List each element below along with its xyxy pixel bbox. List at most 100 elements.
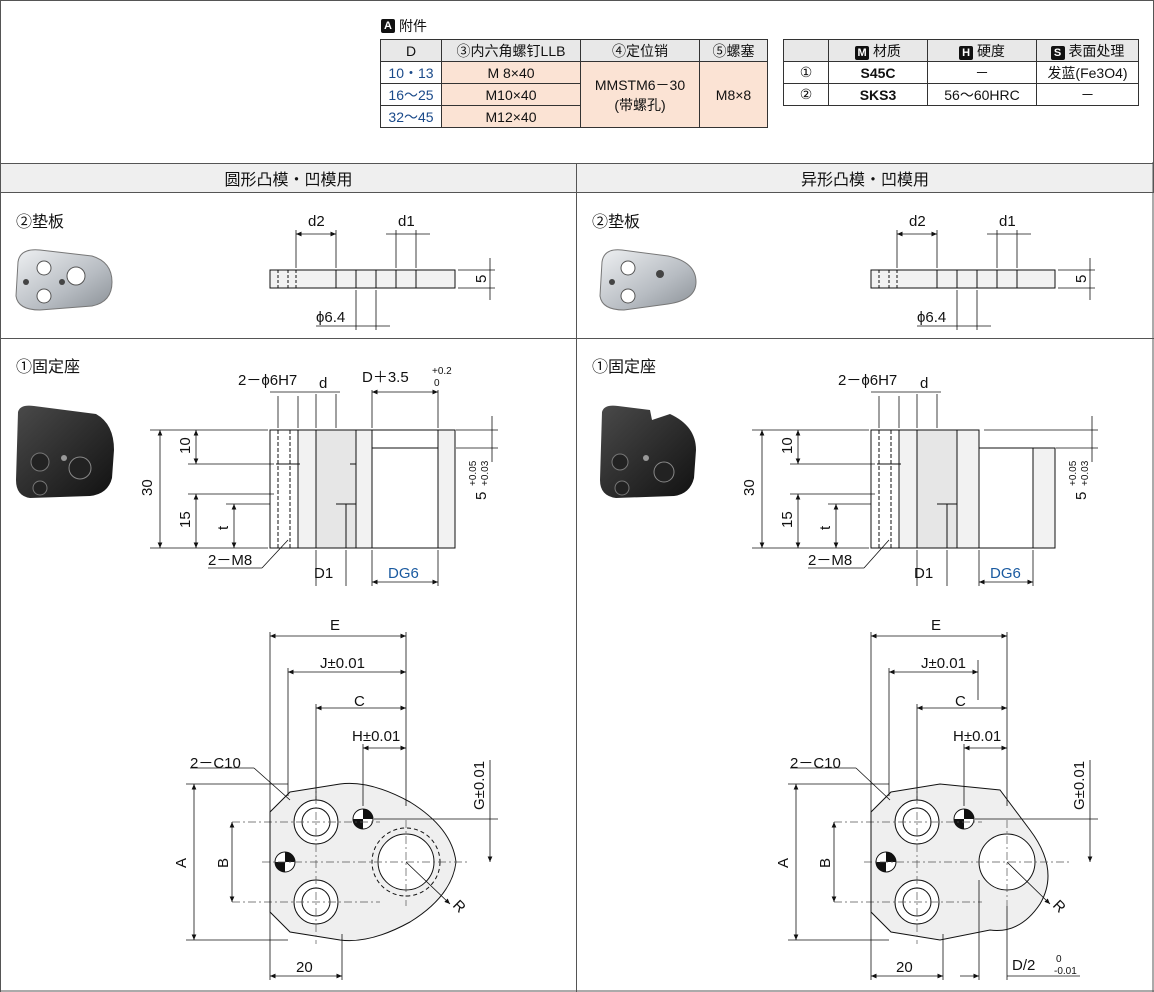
right-section-title: 异形凸模・凹模用 — [576, 163, 1154, 193]
col-header-surface: S 表面处理 — [1036, 39, 1139, 62]
dim-height-10: 10 — [779, 437, 796, 454]
dim-B: B — [817, 858, 834, 868]
accessories-badge: A — [381, 19, 395, 33]
base-section-view — [870, 429, 1056, 549]
dim-C: C — [354, 693, 365, 710]
table-row: 32～45 M12×40 — [380, 105, 768, 128]
dim-m8: 2－M8 — [808, 552, 852, 569]
base-top-view — [834, 780, 1070, 944]
dim-d2: d2 — [909, 213, 926, 230]
dim-d: d — [920, 375, 928, 392]
dim-plate-thickness: 5 — [1073, 275, 1090, 283]
screw-cell: M 8×40 — [441, 61, 581, 84]
dim-h5: 5 — [1073, 492, 1090, 500]
dim-H: H±0.01 — [352, 728, 400, 745]
dim-D1: D1 — [314, 565, 333, 582]
dim-height-30: 30 — [741, 479, 758, 496]
dim-height-15: 15 — [779, 511, 796, 528]
dim-d: d — [319, 375, 327, 392]
dim-h5-upper: +0.05 — [468, 460, 479, 486]
dim-D-half: D/2 — [1012, 957, 1035, 974]
dim-R: R — [1049, 897, 1069, 917]
base-label-left: ①固定座 — [16, 359, 81, 376]
d-cell: 32～45 — [380, 105, 442, 128]
base-photo-icon — [16, 405, 114, 498]
plate-label-left: ②垫板 — [16, 214, 65, 231]
dim-G: G±0.01 — [1071, 761, 1088, 810]
dim-chamfer: 2－C10 — [190, 755, 241, 772]
dim-E: E — [931, 617, 941, 634]
table-row: 10・13 M 8×40 MMSTM6－30 (带螺孔) M8×8 — [380, 61, 768, 128]
col-header-d: D — [380, 39, 442, 62]
accessories-label: 附件 — [399, 18, 427, 34]
plate-photo-icon — [15, 249, 113, 311]
plate-side-view — [269, 269, 456, 289]
dim-cb-tol-upper: +0.2 — [432, 366, 452, 377]
dim-height-30: 30 — [139, 479, 156, 496]
dim-pin-holes: 2－ϕ6H7 — [838, 372, 897, 389]
dim-B: B — [215, 858, 232, 868]
table-row: ② SKS3 56～60HRC － — [783, 83, 1139, 106]
dim-D1: D1 — [914, 565, 933, 582]
dim-d2: d2 — [308, 213, 325, 230]
pin-note: (带螺孔) — [614, 96, 666, 113]
pin-cell: MMSTM6－30 (带螺孔) — [580, 61, 700, 128]
hardness-cell: 56～60HRC — [927, 83, 1037, 106]
col-header-hardness: H 硬度 — [927, 39, 1037, 62]
dim-h5-upper: +0.05 — [1068, 460, 1079, 486]
dim-d1: d1 — [398, 213, 415, 230]
dim-DG6: DG6 — [388, 565, 419, 582]
dim-D-half-upper: 0 — [1056, 954, 1062, 965]
dim-pin-holes: 2－ϕ6H7 — [238, 372, 297, 389]
accessories-table: D ③内六角螺钉LLB ④定位销 ⑤螺塞 10・13 M 8×40 MMSTM6… — [380, 39, 768, 128]
dim-h5-lower: +0.03 — [1080, 460, 1091, 486]
dim-20: 20 — [296, 959, 313, 976]
materials-table: M 材质 H 硬度 S 表面处理 ① S45C － 发蓝(Fe3O4) ② SK… — [783, 39, 1139, 106]
locating-pin-icon — [352, 808, 374, 830]
dim-D-half-lower: -0.01 — [1054, 966, 1077, 977]
dim-h5: 5 — [473, 492, 490, 500]
dim-m8: 2－M8 — [208, 552, 252, 569]
base-top-view — [232, 780, 470, 944]
base-label-right: ①固定座 — [592, 359, 657, 376]
dim-d1: d1 — [999, 213, 1016, 230]
material-cell: SKS3 — [828, 83, 928, 106]
plate-label-right: ②垫板 — [592, 214, 641, 231]
dim-chamfer: 2－C10 — [790, 755, 841, 772]
table-row: ① S45C － 发蓝(Fe3O4) — [783, 61, 1139, 84]
accessories-title: A 附件 — [381, 16, 427, 36]
pin-value: MMSTM6－30 — [594, 76, 686, 93]
dim-20: 20 — [896, 959, 913, 976]
dim-plate-thickness: 5 — [473, 275, 490, 283]
dim-G: G±0.01 — [471, 761, 488, 810]
no-cell: ② — [783, 83, 829, 106]
col-header-screw: ③内六角螺钉LLB — [441, 39, 581, 62]
dim-phi64: ϕ6.4 — [316, 309, 345, 326]
plug-cell: M8×8 — [699, 61, 768, 128]
dim-E: E — [330, 617, 340, 634]
table-header-row: M 材质 H 硬度 S 表面处理 — [783, 39, 1139, 62]
base-section-view — [269, 429, 456, 549]
dim-phi64: ϕ6.4 — [917, 309, 946, 326]
col-header-material: M 材质 — [828, 39, 928, 62]
right-panel: d2 d1 ϕ6.4 5 — [599, 213, 1098, 980]
left-section-title: 圆形凸模・凹模用 — [0, 163, 577, 193]
dim-J: J±0.01 — [921, 655, 966, 672]
dim-A: A — [775, 858, 792, 868]
base-photo-icon — [600, 405, 696, 498]
left-panel: d2 d1 ϕ6.4 5 — [15, 213, 498, 980]
col-header-pin: ④定位销 — [580, 39, 700, 62]
dim-height-10: 10 — [177, 437, 194, 454]
plate-side-view — [870, 269, 1056, 289]
dim-cb-tol-lower: 0 — [434, 378, 440, 389]
screw-cell: M10×40 — [441, 83, 581, 106]
dim-counterbore: D＋3.5 — [362, 369, 409, 386]
material-cell: S45C — [828, 61, 928, 84]
locating-pin-icon — [953, 808, 975, 830]
dim-t: t — [817, 525, 834, 530]
dim-DG6: DG6 — [990, 565, 1021, 582]
surface-cell: － — [1036, 83, 1139, 106]
table-header-row: D ③内六角螺钉LLB ④定位销 ⑤螺塞 — [380, 39, 768, 62]
dim-h5-lower: +0.03 — [480, 460, 491, 486]
